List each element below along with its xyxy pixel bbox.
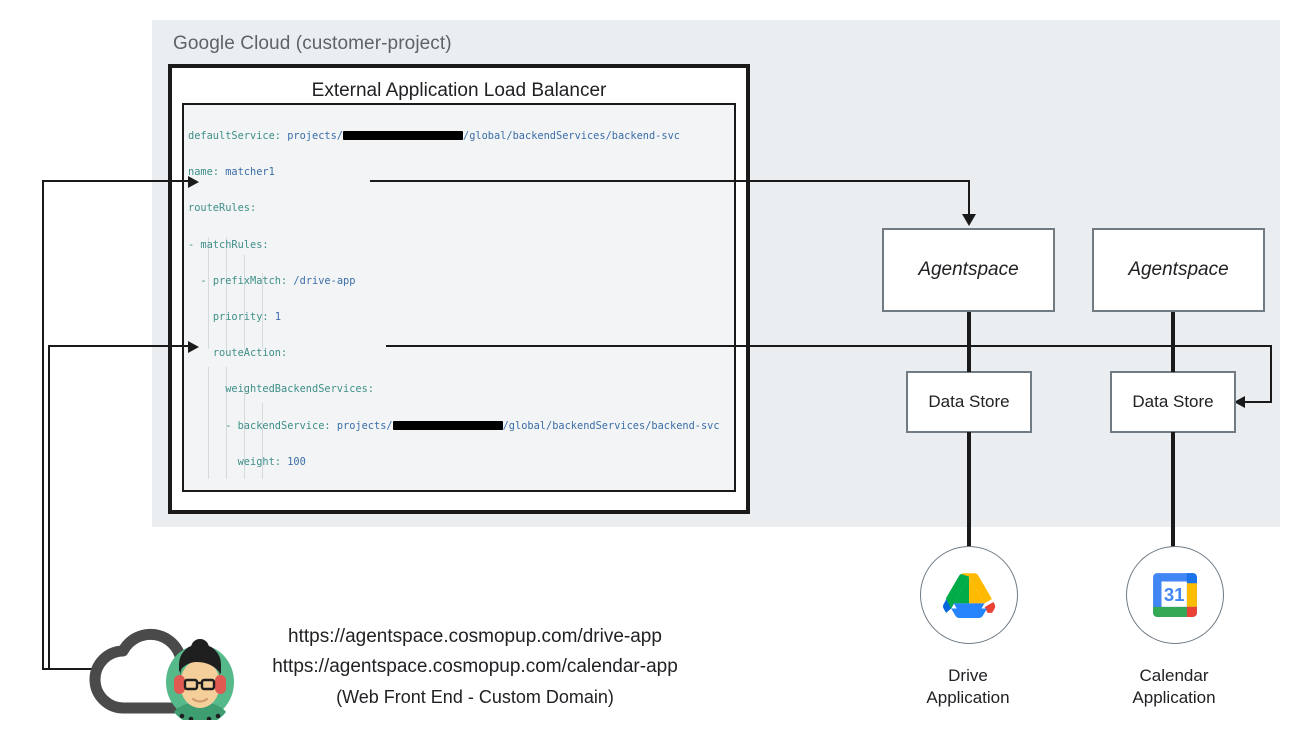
yaml-line: defaultService: projects//global/backend…: [188, 130, 680, 143]
yaml-key: matchRules: [200, 238, 263, 251]
redaction-bar: [392, 420, 503, 430]
yaml-line: name: matcher1: [188, 166, 275, 179]
yaml-key: routeRules: [188, 202, 250, 215]
calendar-to-datastore-arrowhead: [1234, 396, 1245, 408]
redaction-bar: [343, 131, 463, 141]
calendar-to-datastore-entry: [1244, 401, 1272, 403]
drive-request-route: [42, 180, 190, 182]
drive-to-agentspace-horizontal: [370, 180, 970, 182]
drive-application-icon-circle[interactable]: [920, 546, 1018, 644]
yaml-line: weightedBackendServices:: [225, 383, 374, 396]
agentspace-node-2[interactable]: Agentspace: [1092, 228, 1265, 312]
calendar-caption-line2: Application: [1132, 688, 1216, 707]
user-avatar: [166, 639, 234, 720]
google-calendar-icon: 31: [1153, 573, 1197, 617]
yaml-line: - matchRules:: [188, 238, 269, 251]
drive-to-agentspace-arrowhead: [962, 214, 976, 226]
calendar-to-datastore-horizontal: [386, 345, 1272, 347]
google-drive-icon: [943, 573, 996, 619]
yaml-key: backendService: [237, 419, 325, 432]
drive-request-arrowhead: [188, 176, 199, 188]
client-url-drive[interactable]: https://agentspace.cosmopup.com/drive-ap…: [288, 626, 662, 647]
drive-application-caption: Drive Application: [868, 665, 1068, 709]
yaml-key: prefixMatch: [212, 274, 282, 287]
data-store-node-2-label: Data Store: [1132, 392, 1214, 411]
url-map-yaml-block: defaultService: projects//global/backend…: [182, 103, 736, 492]
calendar-request-arrowhead: [188, 341, 199, 353]
client-url-calendar[interactable]: https://agentspace.cosmopup.com/calendar…: [272, 656, 678, 677]
agentspace-node-1[interactable]: Agentspace: [882, 228, 1055, 312]
calendar-application-caption: Calendar Application: [1074, 665, 1274, 709]
client-route-vertical-trunk: [42, 180, 44, 670]
yaml-key: priority: [212, 311, 263, 324]
agentspace-node-1-label: Agentspace: [918, 259, 1019, 280]
calendar-to-datastore-vertical: [1270, 345, 1272, 402]
yaml-line: routeAction:: [212, 347, 288, 360]
drive-caption-line1: Drive: [948, 666, 988, 685]
client-url-subtitle: (Web Front End - Custom Domain): [336, 687, 614, 707]
yaml-key: name: [188, 166, 213, 179]
yaml-value: /global/backendServices/backend-svc: [463, 130, 680, 143]
yaml-code-text: defaultService: projects//global/backend…: [188, 109, 734, 490]
agentspace1-to-datastore1-wire: [967, 312, 971, 372]
load-balancer-title: External Application Load Balancer: [311, 80, 607, 101]
yaml-line: routeRules:: [188, 202, 257, 215]
calendar-application-icon-circle[interactable]: 31: [1126, 546, 1224, 644]
yaml-value: 100: [287, 455, 306, 468]
yaml-line: priority: 1: [212, 311, 282, 324]
yaml-value: /global/backendServices/backend-svc: [502, 419, 720, 432]
calendar-caption-line1: Calendar: [1139, 666, 1209, 685]
data-store-node-1-label: Data Store: [928, 392, 1010, 411]
client-urls: https://agentspace.cosmopup.com/drive-ap…: [265, 622, 685, 712]
agentspace-node-2-label: Agentspace: [1128, 259, 1229, 280]
calendar-route-vertical: [48, 345, 50, 670]
yaml-value-drive-prefix: /drive-app: [293, 274, 356, 287]
yaml-line: urlRewrite:: [188, 489, 734, 490]
client-route-bottom-segment: [42, 668, 92, 670]
yaml-key: weight: [237, 455, 275, 468]
yaml-value: projects/: [336, 419, 393, 432]
cloud-user-icon: [89, 628, 234, 720]
yaml-line: - prefixMatch: /drive-app: [200, 274, 356, 287]
datastore2-to-calendar-wire: [1171, 432, 1175, 548]
agentspace2-to-datastore2-wire: [1171, 312, 1175, 372]
calendar-day-number: 31: [1164, 584, 1185, 605]
datastore1-to-drive-wire: [967, 432, 971, 548]
google-cloud-region-label: Google Cloud (customer-project): [173, 33, 452, 54]
yaml-key: weightedBackendServices: [225, 383, 368, 396]
calendar-request-route: [48, 345, 190, 347]
yaml-value: projects/: [287, 130, 343, 143]
yaml-key: defaultService: [188, 130, 275, 143]
data-store-node-2[interactable]: Data Store: [1110, 371, 1236, 433]
yaml-value: matcher1: [225, 166, 275, 179]
yaml-line: weight: 100: [237, 455, 306, 468]
yaml-key: routeAction: [212, 347, 282, 360]
drive-caption-line2: Application: [926, 688, 1010, 707]
drive-to-agentspace-vertical: [968, 180, 970, 216]
yaml-line: - backendService: projects//global/backe…: [225, 419, 720, 432]
data-store-node-1[interactable]: Data Store: [906, 371, 1032, 433]
yaml-value: 1: [274, 311, 282, 324]
